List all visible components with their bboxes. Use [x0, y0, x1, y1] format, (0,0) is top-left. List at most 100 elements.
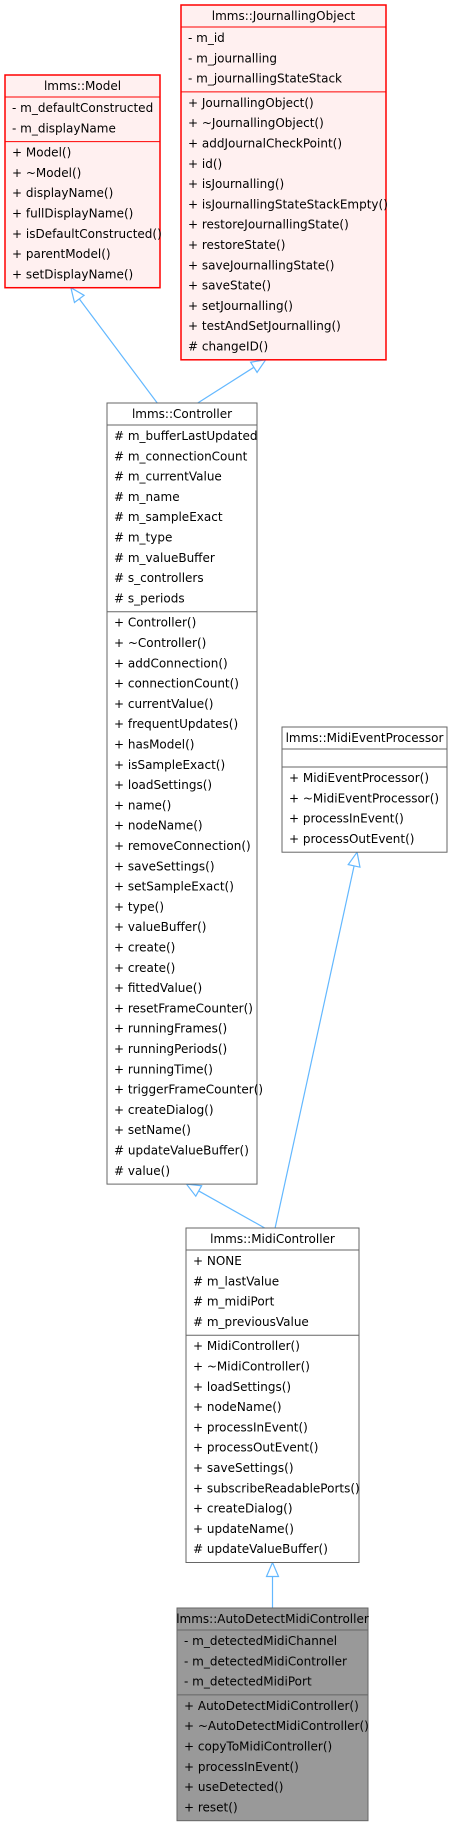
operation-row: + loadSettings()	[114, 778, 212, 792]
attribute-row: # m_midiPort	[193, 1295, 275, 1309]
operation-row: + isJournallingStateStackEmpty()	[188, 197, 388, 211]
operation-row: + MidiController()	[193, 1339, 300, 1353]
operation-row: + type()	[114, 900, 164, 914]
operation-row: + ~AutoDetectMidiController()	[184, 1719, 369, 1733]
operation-row: + addConnection()	[114, 656, 228, 670]
operation-row: + displayName()	[12, 186, 113, 200]
attribute-row: - m_journallingStateStack	[188, 72, 342, 86]
class-nodes: lmms::Model- m_defaultConstructed- m_dis…	[4, 4, 448, 1822]
operation-row: + JournallingObject()	[188, 96, 314, 110]
attribute-row: # m_currentValue	[114, 470, 222, 484]
attribute-row: - m_detectedMidiController	[184, 1654, 347, 1668]
operation-row: # value()	[114, 1164, 170, 1178]
operation-row: + Model()	[12, 146, 71, 160]
operation-row: # updateValueBuffer()	[114, 1144, 249, 1158]
operation-row: + MidiEventProcessor()	[289, 771, 429, 785]
operation-row: + AutoDetectMidiController()	[184, 1699, 359, 1713]
inheritance-edge	[265, 1560, 280, 1608]
operation-row: + subscribeReadablePorts()	[193, 1481, 360, 1495]
attribute-row: # m_type	[114, 531, 172, 545]
operation-row: + parentModel()	[12, 247, 111, 261]
inheritance-arrowhead	[249, 358, 267, 374]
operation-row: # changeID()	[188, 340, 268, 354]
attribute-row: # m_previousValue	[193, 1315, 309, 1329]
class-box	[185, 1227, 360, 1563]
operation-row: + saveJournallingState()	[188, 258, 334, 272]
operation-row: + setDisplayName()	[12, 267, 133, 281]
operation-row: + updateName()	[193, 1522, 294, 1536]
operation-row: + ~Controller()	[114, 636, 206, 650]
inheritance-arrowhead	[69, 286, 86, 304]
inheritance-edge	[69, 286, 158, 404]
attribute-row: # m_sampleExact	[114, 510, 223, 524]
operation-row: + saveState()	[188, 279, 271, 293]
operation-row: + processOutEvent()	[193, 1441, 318, 1455]
operation-row: + processInEvent()	[193, 1420, 308, 1434]
class-box	[176, 1607, 369, 1822]
operation-row: + runningPeriods()	[114, 1042, 227, 1056]
operation-row: + removeConnection()	[114, 839, 251, 853]
operation-row: + triggerFrameCounter()	[114, 1083, 263, 1097]
attribute-row: - m_displayName	[12, 121, 116, 135]
operation-row: + ~MidiEventProcessor()	[289, 791, 439, 805]
operation-row: + isDefaultConstructed()	[12, 227, 162, 241]
class-journalling[interactable]: lmms::JournallingObject- m_id- m_journal…	[180, 4, 388, 361]
attribute-row: + NONE	[193, 1254, 242, 1268]
inheritance-arrowhead	[185, 1183, 203, 1198]
attribute-row: # m_valueBuffer	[114, 551, 215, 565]
class-name: lmms::Controller	[132, 407, 232, 421]
class-box	[106, 402, 258, 1185]
operation-row: + fittedValue()	[114, 981, 202, 995]
attribute-row: # m_bufferLastUpdated	[114, 429, 257, 443]
operation-row: + reset()	[184, 1800, 238, 1814]
attribute-row: - m_journalling	[188, 51, 277, 65]
operation-row: + setJournalling()	[188, 299, 293, 313]
inheritance-edge	[185, 1183, 266, 1229]
attribute-row: # m_lastValue	[193, 1274, 279, 1288]
inheritance-arrowhead	[265, 1560, 280, 1578]
operation-row: + frequentUpdates()	[114, 717, 238, 731]
operation-row: + saveSettings()	[193, 1461, 294, 1475]
operation-row: + createDialog()	[114, 1103, 214, 1117]
operation-row: + name()	[114, 798, 171, 812]
operation-row: + connectionCount()	[114, 677, 239, 691]
class-model[interactable]: lmms::Model- m_defaultConstructed- m_dis…	[4, 74, 162, 289]
operation-row: + create()	[114, 941, 175, 955]
operation-row: + nodeName()	[114, 819, 203, 833]
operation-row: + createDialog()	[193, 1502, 293, 1516]
operation-row: + loadSettings()	[193, 1380, 291, 1394]
operation-row: + resetFrameCounter()	[114, 1001, 253, 1015]
class-midievent[interactable]: lmms::MidiEventProcessor+ MidiEventProce…	[281, 726, 448, 853]
class-midicontroller[interactable]: lmms::MidiController+ NONE# m_lastValue#…	[185, 1227, 360, 1563]
class-box	[180, 4, 387, 361]
operation-row: + currentValue()	[114, 697, 213, 711]
operation-row: + copyToMidiController()	[184, 1740, 332, 1754]
operation-row: + valueBuffer()	[114, 920, 206, 934]
attribute-row: - m_detectedMidiChannel	[184, 1634, 337, 1648]
operation-row: + id()	[188, 157, 222, 171]
attribute-row: # s_controllers	[114, 571, 204, 585]
class-controller[interactable]: lmms::Controller# m_bufferLastUpdated# m…	[106, 402, 263, 1185]
class-name: lmms::JournallingObject	[212, 9, 356, 23]
attribute-row: # m_connectionCount	[114, 449, 248, 463]
inheritance-edges	[69, 286, 361, 1608]
operation-row: # updateValueBuffer()	[193, 1542, 328, 1556]
attribute-row: - m_detectedMidiPort	[184, 1675, 312, 1689]
class-autodetect[interactable]: lmms::AutoDetectMidiController- m_detect…	[176, 1607, 369, 1822]
class-box	[281, 726, 448, 853]
inheritance-arrowhead	[347, 850, 361, 868]
operation-row: + setSampleExact()	[114, 880, 234, 894]
class-name: lmms::AutoDetectMidiController	[176, 1612, 369, 1626]
operation-row: + isJournalling()	[188, 177, 284, 191]
operation-row: + processOutEvent()	[289, 832, 414, 846]
operation-row: + create()	[114, 961, 175, 975]
operation-row: + ~JournallingObject()	[188, 116, 324, 130]
operation-row: + ~Model()	[12, 166, 81, 180]
operation-row: + fullDisplayName()	[12, 207, 133, 221]
attribute-row: # m_name	[114, 490, 180, 504]
class-name: lmms::MidiController	[210, 1232, 335, 1246]
operation-row: + ~MidiController()	[193, 1360, 310, 1374]
operation-row: + addJournalCheckPoint()	[188, 137, 342, 151]
operation-row: + useDetected()	[184, 1780, 284, 1794]
